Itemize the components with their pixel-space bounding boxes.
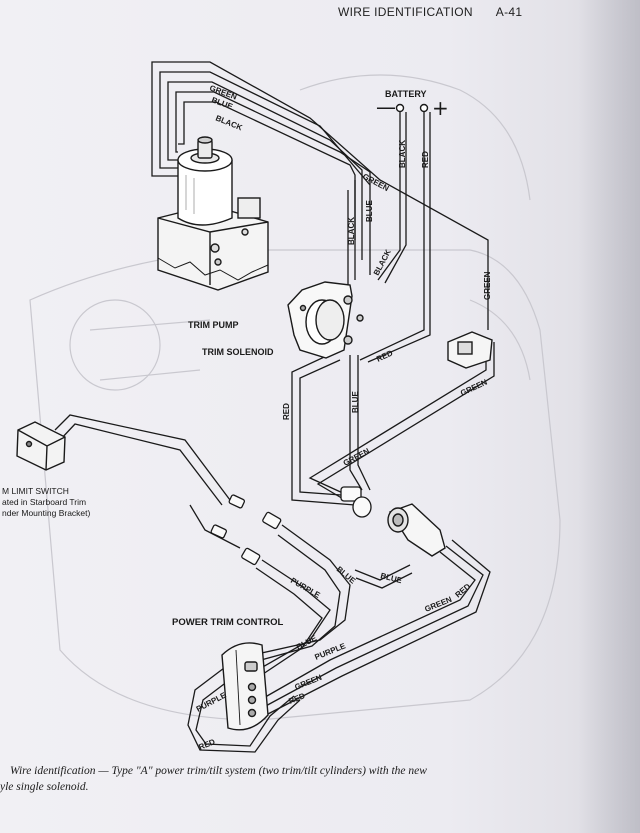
power-trim-control-label: POWER TRIM CONTROL (172, 617, 284, 628)
trim-pump-label: TRIM PUMP (188, 320, 239, 330)
wire-label-green-right: GREEN (483, 271, 492, 300)
limit-switch (16, 421, 66, 471)
wiring-harness (54, 61, 495, 753)
wire-label-red-left: RED (282, 403, 291, 420)
limit-switch-label-2: ated in Starboard Trim (2, 497, 86, 507)
trim-solenoid (287, 281, 364, 359)
wire-label-blue-solenoid: BLUE (365, 200, 374, 222)
limit-switch-label-3: nder Mounting Bracket) (2, 508, 91, 518)
connector-6 (352, 496, 372, 518)
battery-label: BATTERY (385, 89, 427, 99)
power-trim-control (221, 642, 269, 731)
battery-negative-sign: — (376, 95, 396, 119)
page-header: WIRE IDENTIFICATION A-41 (338, 5, 522, 19)
limit-switch-label-1: M LIMIT SWITCH (2, 486, 69, 496)
trim-pump (157, 136, 269, 291)
battery: BATTERY — + (376, 89, 449, 120)
background-outline (29, 74, 561, 721)
bullet-connectors (210, 486, 372, 566)
caption-line-2: yle single solenoid. (0, 781, 89, 793)
caption-line-1: Wire identification — Type "A" power tri… (10, 765, 427, 777)
connector-3 (262, 511, 282, 530)
harness-plug (387, 503, 446, 557)
wire-label-blue-down: BLUE (351, 391, 360, 413)
wire-label-red-battery: RED (421, 151, 430, 168)
page-edge-shadow (578, 0, 640, 833)
connector-5 (340, 486, 362, 502)
connector-2 (210, 524, 228, 539)
wire-label-green-right-down: GREEN (459, 378, 489, 398)
connector-1 (228, 494, 246, 509)
wire-label-green-mid: GREEN (361, 172, 391, 193)
battery-positive-terminal (419, 103, 429, 113)
wire-label-black-battery: BLACK (398, 140, 407, 168)
wire-label-black-diag: BLACK (372, 248, 393, 277)
wire-label-blue-control: BLUE (295, 633, 319, 651)
wire-label-purple-control: PURPLE (313, 641, 347, 662)
figure-caption: Wire identification — Type "A" power tri… (0, 763, 600, 795)
battery-positive-sign: + (432, 96, 449, 120)
wire-label-red-solenoid: RED (375, 348, 394, 363)
page-number: A-41 (495, 5, 523, 19)
wire-label-black-top: BLACK (214, 114, 244, 133)
wire-label-blue-lower: BLUE (335, 565, 358, 586)
wire-label-green-control: GREEN (293, 673, 323, 692)
connector-4 (241, 547, 261, 566)
wire-label-black-solenoid: BLACK (347, 217, 356, 245)
wire-label-purple-lower: PURPLE (289, 576, 322, 600)
page-title: WIRE IDENTIFICATION (338, 5, 473, 19)
wire-label-green-right-lower: GREEN (423, 595, 453, 614)
tilt-switch (447, 331, 493, 369)
battery-negative-terminal (395, 103, 405, 113)
trim-solenoid-label: TRIM SOLENOID (202, 347, 274, 357)
